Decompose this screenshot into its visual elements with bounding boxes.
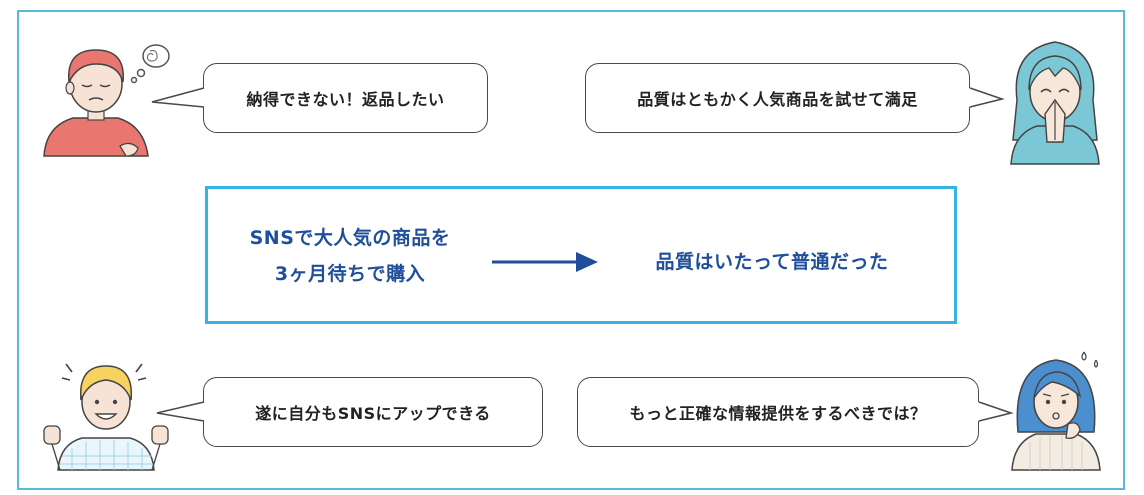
bubble-tail-icon — [969, 87, 1005, 108]
arrow-right-icon — [492, 252, 598, 272]
center-after-text: 品質はいたって普通だった — [655, 251, 889, 273]
speech-bubble-top-right: 品質はともかく人気商品を試せて満足 — [585, 63, 970, 133]
bubble-tail-icon — [151, 87, 205, 108]
speech-bubble-bottom-right: もっと正確な情報提供をするべきでは？ — [577, 377, 979, 447]
center-before-line: 3ヶ月待ちで購入 — [274, 263, 426, 285]
center-before-text: SNSで大人気の商品を 3ヶ月待ちで購入 — [215, 220, 485, 292]
bubble-tail-icon — [156, 401, 205, 422]
frustrated-man-icon — [43, 44, 170, 157]
worried-woman-icon — [1011, 351, 1101, 471]
grateful-woman-icon — [1010, 41, 1100, 165]
cheering-man-icon — [43, 363, 169, 471]
speech-bubble-top-left: 納得できない！返品したい — [203, 63, 488, 133]
bubble-tail-icon — [978, 401, 1014, 422]
center-before-line: SNSで大人気の商品を — [249, 227, 451, 249]
speech-bubble-bottom-left: 遂に自分もSNSにアップできる — [203, 377, 543, 447]
